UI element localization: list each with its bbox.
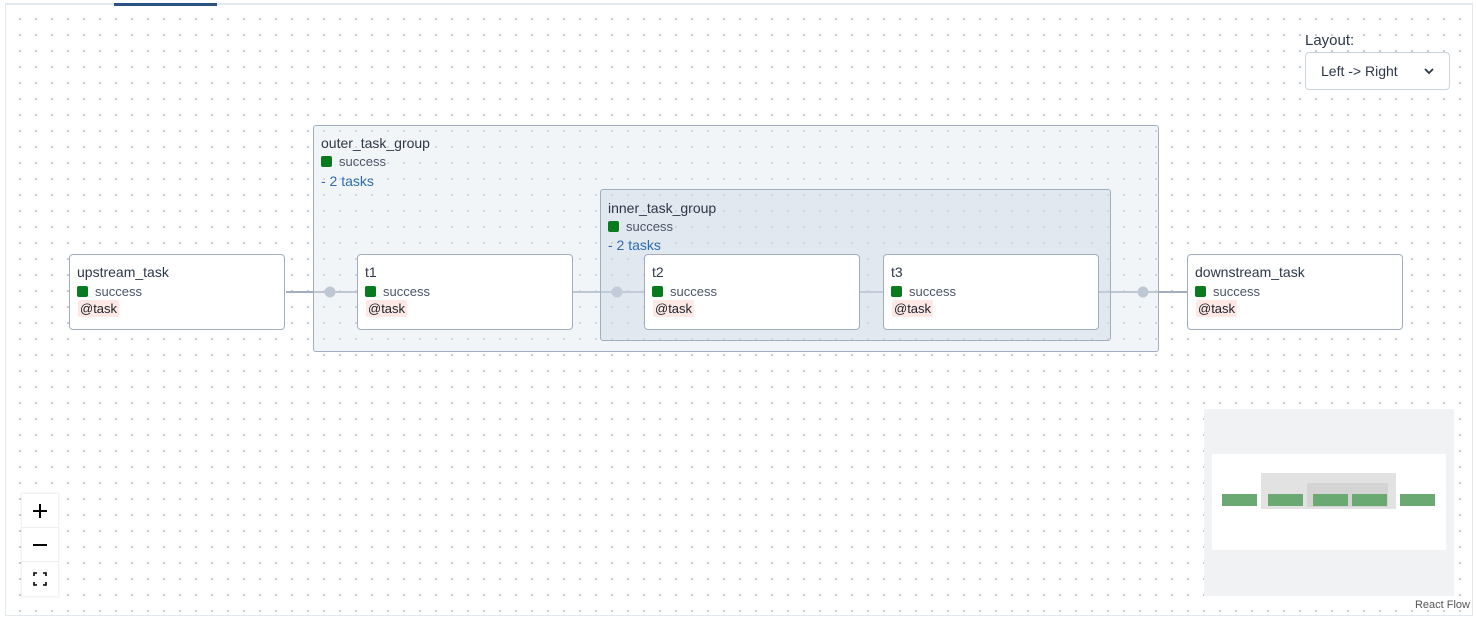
minus-icon (33, 543, 47, 546)
task-status-label: success (909, 284, 956, 299)
success-status-icon (321, 156, 332, 167)
task-title: t3 (891, 264, 903, 280)
minimap[interactable] (1204, 409, 1454, 596)
task-status: success (652, 284, 717, 299)
success-status-icon (77, 286, 88, 297)
task-title: downstream_task (1195, 264, 1305, 280)
task-status: success (365, 284, 430, 299)
minimap-view (1212, 454, 1446, 550)
fit-view-button[interactable] (22, 562, 58, 596)
fit-view-icon (33, 572, 47, 586)
zoom-out-button[interactable] (22, 528, 58, 562)
group-status-label: success (339, 154, 386, 169)
minimap-node (1352, 494, 1387, 506)
edge-joint (1137, 286, 1149, 298)
zoom-in-button[interactable] (22, 494, 58, 528)
success-status-icon (608, 221, 619, 232)
success-status-icon (652, 286, 663, 297)
plus-icon (33, 503, 47, 518)
task-status-label: success (1213, 284, 1260, 299)
group-task-count[interactable]: - 2 tasks (321, 173, 374, 189)
minimap-node (1400, 494, 1435, 506)
layout-label: Layout: (1305, 32, 1355, 49)
success-status-icon (365, 286, 376, 297)
operator-badge: @task (366, 300, 408, 317)
edge-joint (611, 286, 623, 298)
minimap-node (1313, 494, 1348, 506)
zoom-controls (22, 494, 58, 596)
task-title: t2 (652, 264, 664, 280)
operator-badge: @task (892, 300, 934, 317)
minimap-node (1268, 494, 1303, 506)
layout-select-value: Left -> Right (1321, 63, 1398, 79)
task-node-downstream[interactable]: downstream_task success @task (1187, 254, 1403, 330)
operator-badge: @task (1196, 300, 1238, 317)
task-node-t1[interactable]: t1 success @task (357, 254, 573, 330)
minimap-node (1222, 494, 1257, 506)
task-node-t2[interactable]: t2 success @task (644, 254, 860, 330)
task-status: success (77, 284, 142, 299)
group-status-label: success (626, 219, 673, 234)
task-status: success (891, 284, 956, 299)
task-node-upstream[interactable]: upstream_task success @task (69, 254, 285, 330)
operator-badge: @task (78, 300, 120, 317)
task-status-label: success (383, 284, 430, 299)
task-status-label: success (670, 284, 717, 299)
react-flow-attribution[interactable]: React Flow (1414, 599, 1470, 611)
chevron-down-icon (1424, 68, 1434, 75)
group-title: inner_task_group (608, 200, 717, 216)
group-title: outer_task_group (321, 135, 430, 151)
task-title: upstream_task (77, 264, 169, 280)
edge-joint (324, 286, 336, 298)
task-node-t3[interactable]: t3 success @task (883, 254, 1099, 330)
task-status-label: success (95, 284, 142, 299)
task-title: t1 (365, 264, 377, 280)
task-status: success (1195, 284, 1260, 299)
operator-badge: @task (653, 300, 695, 317)
success-status-icon (1195, 286, 1206, 297)
active-tab-indicator (114, 3, 217, 6)
group-task-count[interactable]: - 2 tasks (608, 237, 661, 253)
group-status: success (321, 154, 386, 169)
group-status: success (608, 219, 673, 234)
layout-select[interactable]: Left -> Right (1305, 52, 1450, 90)
success-status-icon (891, 286, 902, 297)
